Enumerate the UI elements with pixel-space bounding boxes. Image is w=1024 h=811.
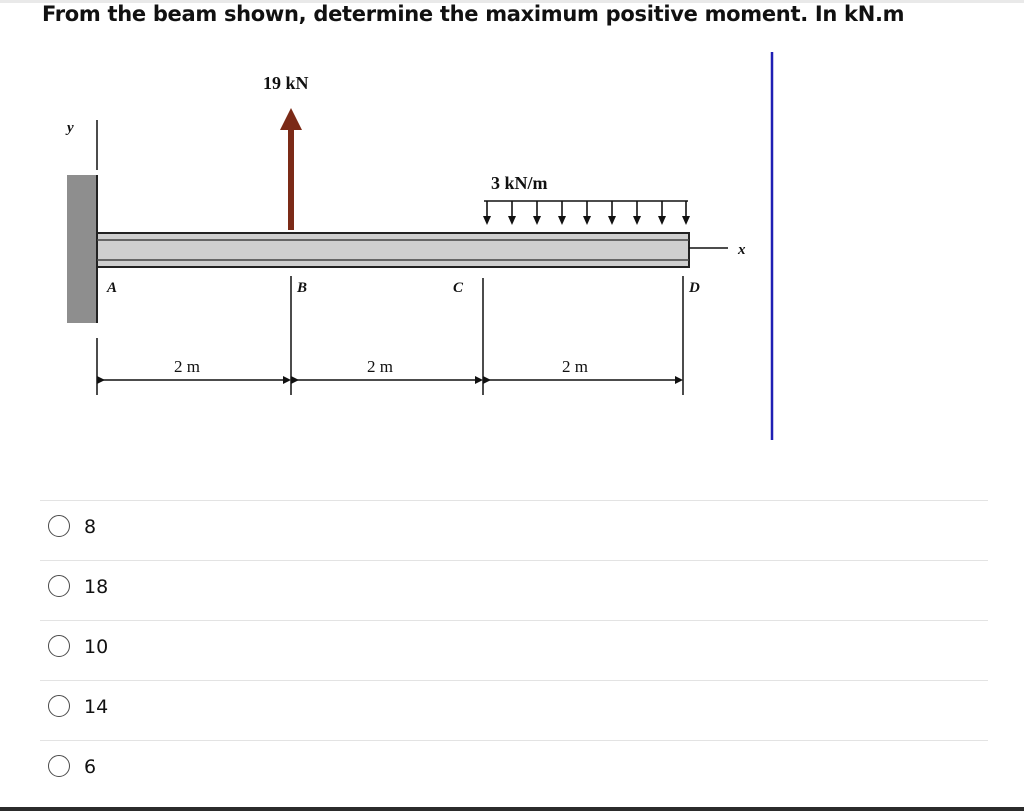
point-label-d: D: [688, 280, 700, 296]
point-load-label: 19 kN: [263, 73, 309, 93]
radio-button[interactable]: [48, 635, 70, 657]
beam-diagram: y 19 kN 3 kN/m x A B C D 2 m 2 m 2 m: [65, 52, 774, 440]
answer-option[interactable]: 18: [40, 560, 988, 620]
span-label-bc: 2 m: [367, 357, 393, 376]
span-label-cd: 2 m: [562, 357, 588, 376]
top-rule: [0, 0, 1024, 3]
option-label: 14: [84, 696, 109, 718]
point-label-c: C: [453, 280, 464, 296]
answer-option[interactable]: 10: [40, 620, 988, 680]
y-axis-label: y: [65, 120, 74, 136]
bottom-rule: [0, 807, 1024, 811]
distributed-load-arrows: [483, 201, 690, 225]
point-label-a: A: [106, 280, 117, 296]
radio-button[interactable]: [48, 695, 70, 717]
distributed-load-label: 3 kN/m: [491, 173, 548, 193]
radio-button[interactable]: [48, 575, 70, 597]
answer-option[interactable]: 14: [40, 680, 988, 740]
option-label: 18: [84, 576, 109, 598]
answer-options: 8 18 10 14 6: [40, 500, 988, 800]
answer-option[interactable]: 6: [40, 740, 988, 800]
beam: [96, 232, 690, 268]
x-axis-label: x: [737, 242, 746, 258]
answer-option[interactable]: 8: [40, 500, 988, 560]
question-title: From the beam shown, determine the maxim…: [42, 2, 905, 26]
option-label: 8: [84, 516, 97, 538]
point-label-b: B: [296, 280, 307, 296]
radio-button[interactable]: [48, 755, 70, 777]
option-label: 6: [84, 756, 97, 778]
point-load-arrow-head: [280, 108, 302, 130]
fixed-support-wall: [67, 175, 97, 323]
radio-button[interactable]: [48, 515, 70, 537]
span-label-ab: 2 m: [174, 357, 200, 376]
option-label: 10: [84, 636, 109, 658]
